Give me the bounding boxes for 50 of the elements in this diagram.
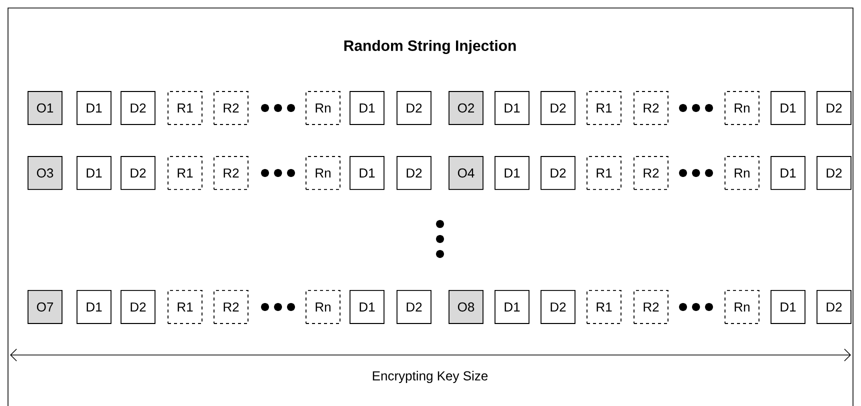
data-box: D2 [120, 91, 156, 125]
shaded-box: O8 [448, 290, 484, 324]
dashed-box: R1 [168, 156, 202, 190]
data-box: D1 [76, 156, 112, 190]
data-box: D1 [770, 91, 806, 125]
data-box: D1 [494, 91, 530, 125]
title: Random String Injection [344, 40, 516, 54]
shaded-box: O1 [28, 91, 62, 125]
data-box: D1 [76, 290, 112, 324]
data-box: D2 [540, 156, 576, 190]
data-box: D2 [120, 290, 156, 324]
data-box: D2 [816, 290, 852, 324]
shaded-box: O7 [28, 290, 62, 324]
data-box: D2 [396, 156, 432, 190]
dashed-box: R1 [168, 290, 202, 324]
dashed-box: Rn [724, 290, 760, 324]
dashed-box: R2 [214, 91, 248, 125]
data-box: D2 [120, 156, 156, 190]
dashed-box: R1 [586, 290, 622, 324]
dashed-box: Rn [724, 91, 760, 125]
dashed-box: R2 [634, 290, 668, 324]
data-box: D1 [350, 91, 384, 125]
dimension-label: Encrypting Key Size [372, 370, 488, 384]
dashed-box: R1 [586, 156, 622, 190]
shaded-box: O4 [448, 156, 484, 190]
data-box: D1 [494, 290, 530, 324]
dashed-box: Rn [306, 290, 340, 324]
data-box: D1 [494, 156, 530, 190]
dashed-box: R2 [634, 156, 668, 190]
data-box: D1 [770, 290, 806, 324]
data-box: D1 [770, 156, 806, 190]
dashed-box: Rn [306, 156, 340, 190]
dashed-box: R1 [168, 91, 202, 125]
dashed-box: R2 [214, 156, 248, 190]
dashed-box: R2 [634, 91, 668, 125]
data-box: D2 [396, 290, 432, 324]
data-box: D1 [350, 290, 384, 324]
data-box: D1 [350, 156, 384, 190]
dashed-box: Rn [306, 91, 340, 125]
shaded-box: O2 [448, 91, 484, 125]
data-box: D2 [540, 91, 576, 125]
data-box: D2 [396, 91, 432, 125]
data-box: D2 [816, 91, 852, 125]
data-box: D2 [540, 290, 576, 324]
dashed-box: R1 [586, 91, 622, 125]
dashed-box: R2 [214, 290, 248, 324]
shaded-box: O3 [28, 156, 62, 190]
dashed-box: Rn [724, 156, 760, 190]
data-box: D2 [816, 156, 852, 190]
data-box: D1 [76, 91, 112, 125]
